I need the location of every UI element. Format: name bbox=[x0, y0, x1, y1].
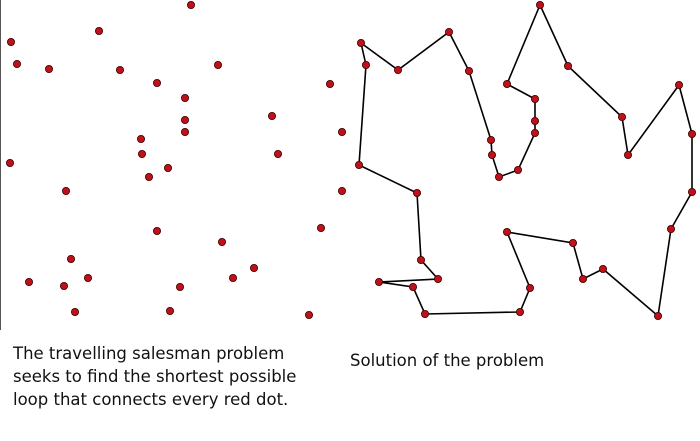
red-dot bbox=[228, 273, 237, 282]
red-dot bbox=[6, 158, 14, 167]
red-dot bbox=[137, 149, 146, 158]
red-dot bbox=[599, 264, 608, 273]
red-dot bbox=[502, 227, 511, 236]
red-dot bbox=[354, 160, 363, 169]
red-dot bbox=[502, 80, 511, 89]
red-dot bbox=[144, 172, 153, 181]
red-dot bbox=[514, 165, 523, 174]
red-dot bbox=[67, 254, 76, 263]
red-dot bbox=[24, 277, 33, 286]
red-dot bbox=[180, 94, 189, 103]
red-dot bbox=[84, 273, 93, 282]
red-dot bbox=[163, 163, 172, 172]
red-dot bbox=[267, 112, 276, 121]
red-dot bbox=[180, 127, 189, 136]
red-dot bbox=[579, 274, 588, 283]
red-dot bbox=[464, 67, 473, 76]
red-dot bbox=[516, 307, 525, 316]
red-dot bbox=[7, 38, 15, 47]
red-dot bbox=[416, 255, 425, 264]
problem-caption: The travelling salesman problem seeks to… bbox=[13, 344, 297, 409]
red-dot bbox=[186, 1, 195, 9]
red-dot bbox=[165, 306, 174, 315]
red-dot bbox=[420, 309, 429, 318]
red-dot bbox=[273, 149, 282, 158]
red-dot bbox=[618, 113, 627, 122]
red-dot bbox=[62, 186, 71, 195]
red-dot bbox=[304, 310, 313, 319]
red-dot bbox=[412, 188, 421, 197]
red-dot bbox=[531, 128, 540, 137]
red-dot bbox=[325, 80, 334, 89]
solution-tour bbox=[358, 3, 693, 318]
red-dot bbox=[180, 116, 189, 125]
red-dot bbox=[536, 1, 545, 9]
red-dot bbox=[361, 61, 370, 70]
red-dot bbox=[136, 134, 145, 143]
left-border bbox=[0, 0, 1, 330]
red-dot bbox=[217, 237, 226, 246]
solution-caption: Solution of the problem bbox=[350, 351, 545, 370]
red-dot bbox=[60, 281, 69, 290]
red-dot bbox=[526, 283, 535, 292]
red-dot bbox=[249, 263, 258, 272]
red-dot bbox=[213, 61, 222, 70]
red-dot bbox=[12, 60, 21, 69]
red-dot bbox=[152, 226, 161, 235]
red-dot bbox=[356, 39, 365, 48]
unsolved-dots bbox=[6, 1, 346, 319]
red-dot bbox=[564, 62, 573, 71]
red-dot bbox=[393, 66, 402, 75]
red-dot bbox=[667, 224, 676, 233]
red-dot bbox=[688, 187, 697, 196]
red-dot bbox=[531, 95, 540, 104]
red-dot bbox=[688, 129, 697, 138]
red-dot bbox=[486, 135, 495, 144]
red-dot bbox=[531, 117, 540, 126]
red-dot bbox=[175, 282, 184, 291]
red-dot bbox=[71, 307, 80, 316]
red-dot bbox=[654, 311, 663, 320]
tsp-diagram bbox=[6, 1, 697, 320]
red-dot bbox=[444, 27, 453, 36]
solution-dots bbox=[354, 1, 697, 320]
red-dot bbox=[374, 277, 383, 286]
red-dot bbox=[433, 274, 442, 283]
red-dot bbox=[675, 81, 684, 90]
red-dot bbox=[316, 223, 325, 232]
red-dot bbox=[624, 150, 633, 159]
red-dot bbox=[408, 282, 417, 291]
red-dot bbox=[569, 238, 578, 247]
red-dot bbox=[45, 65, 54, 74]
red-dot bbox=[95, 26, 104, 35]
red-dot bbox=[494, 172, 503, 181]
red-dot bbox=[337, 127, 346, 136]
red-dot bbox=[337, 186, 346, 195]
red-dot bbox=[152, 79, 161, 88]
red-dot bbox=[116, 66, 125, 75]
red-dot bbox=[487, 150, 496, 159]
